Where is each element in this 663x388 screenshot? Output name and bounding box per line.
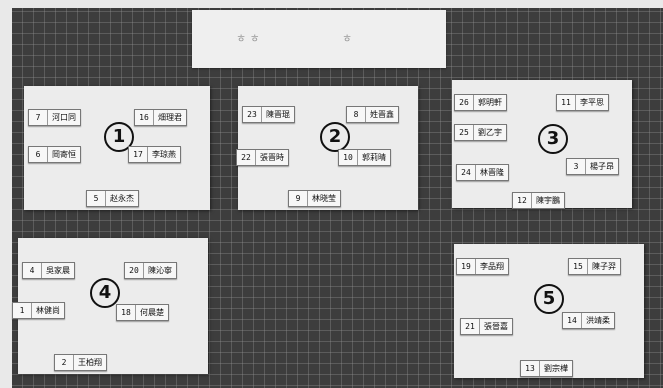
photo-top-margin [0, 0, 663, 8]
photo-left-margin [0, 0, 12, 388]
group-number-3: 3 [538, 124, 568, 154]
group-number-2: 2 [320, 122, 350, 152]
group-number-5: 5 [534, 284, 564, 314]
faint-mark: ㅎ [342, 30, 352, 46]
top-blank-card: ㅎ ㅎ ㅎ [192, 10, 446, 68]
faint-mark: ㅎ ㅎ [236, 30, 260, 46]
